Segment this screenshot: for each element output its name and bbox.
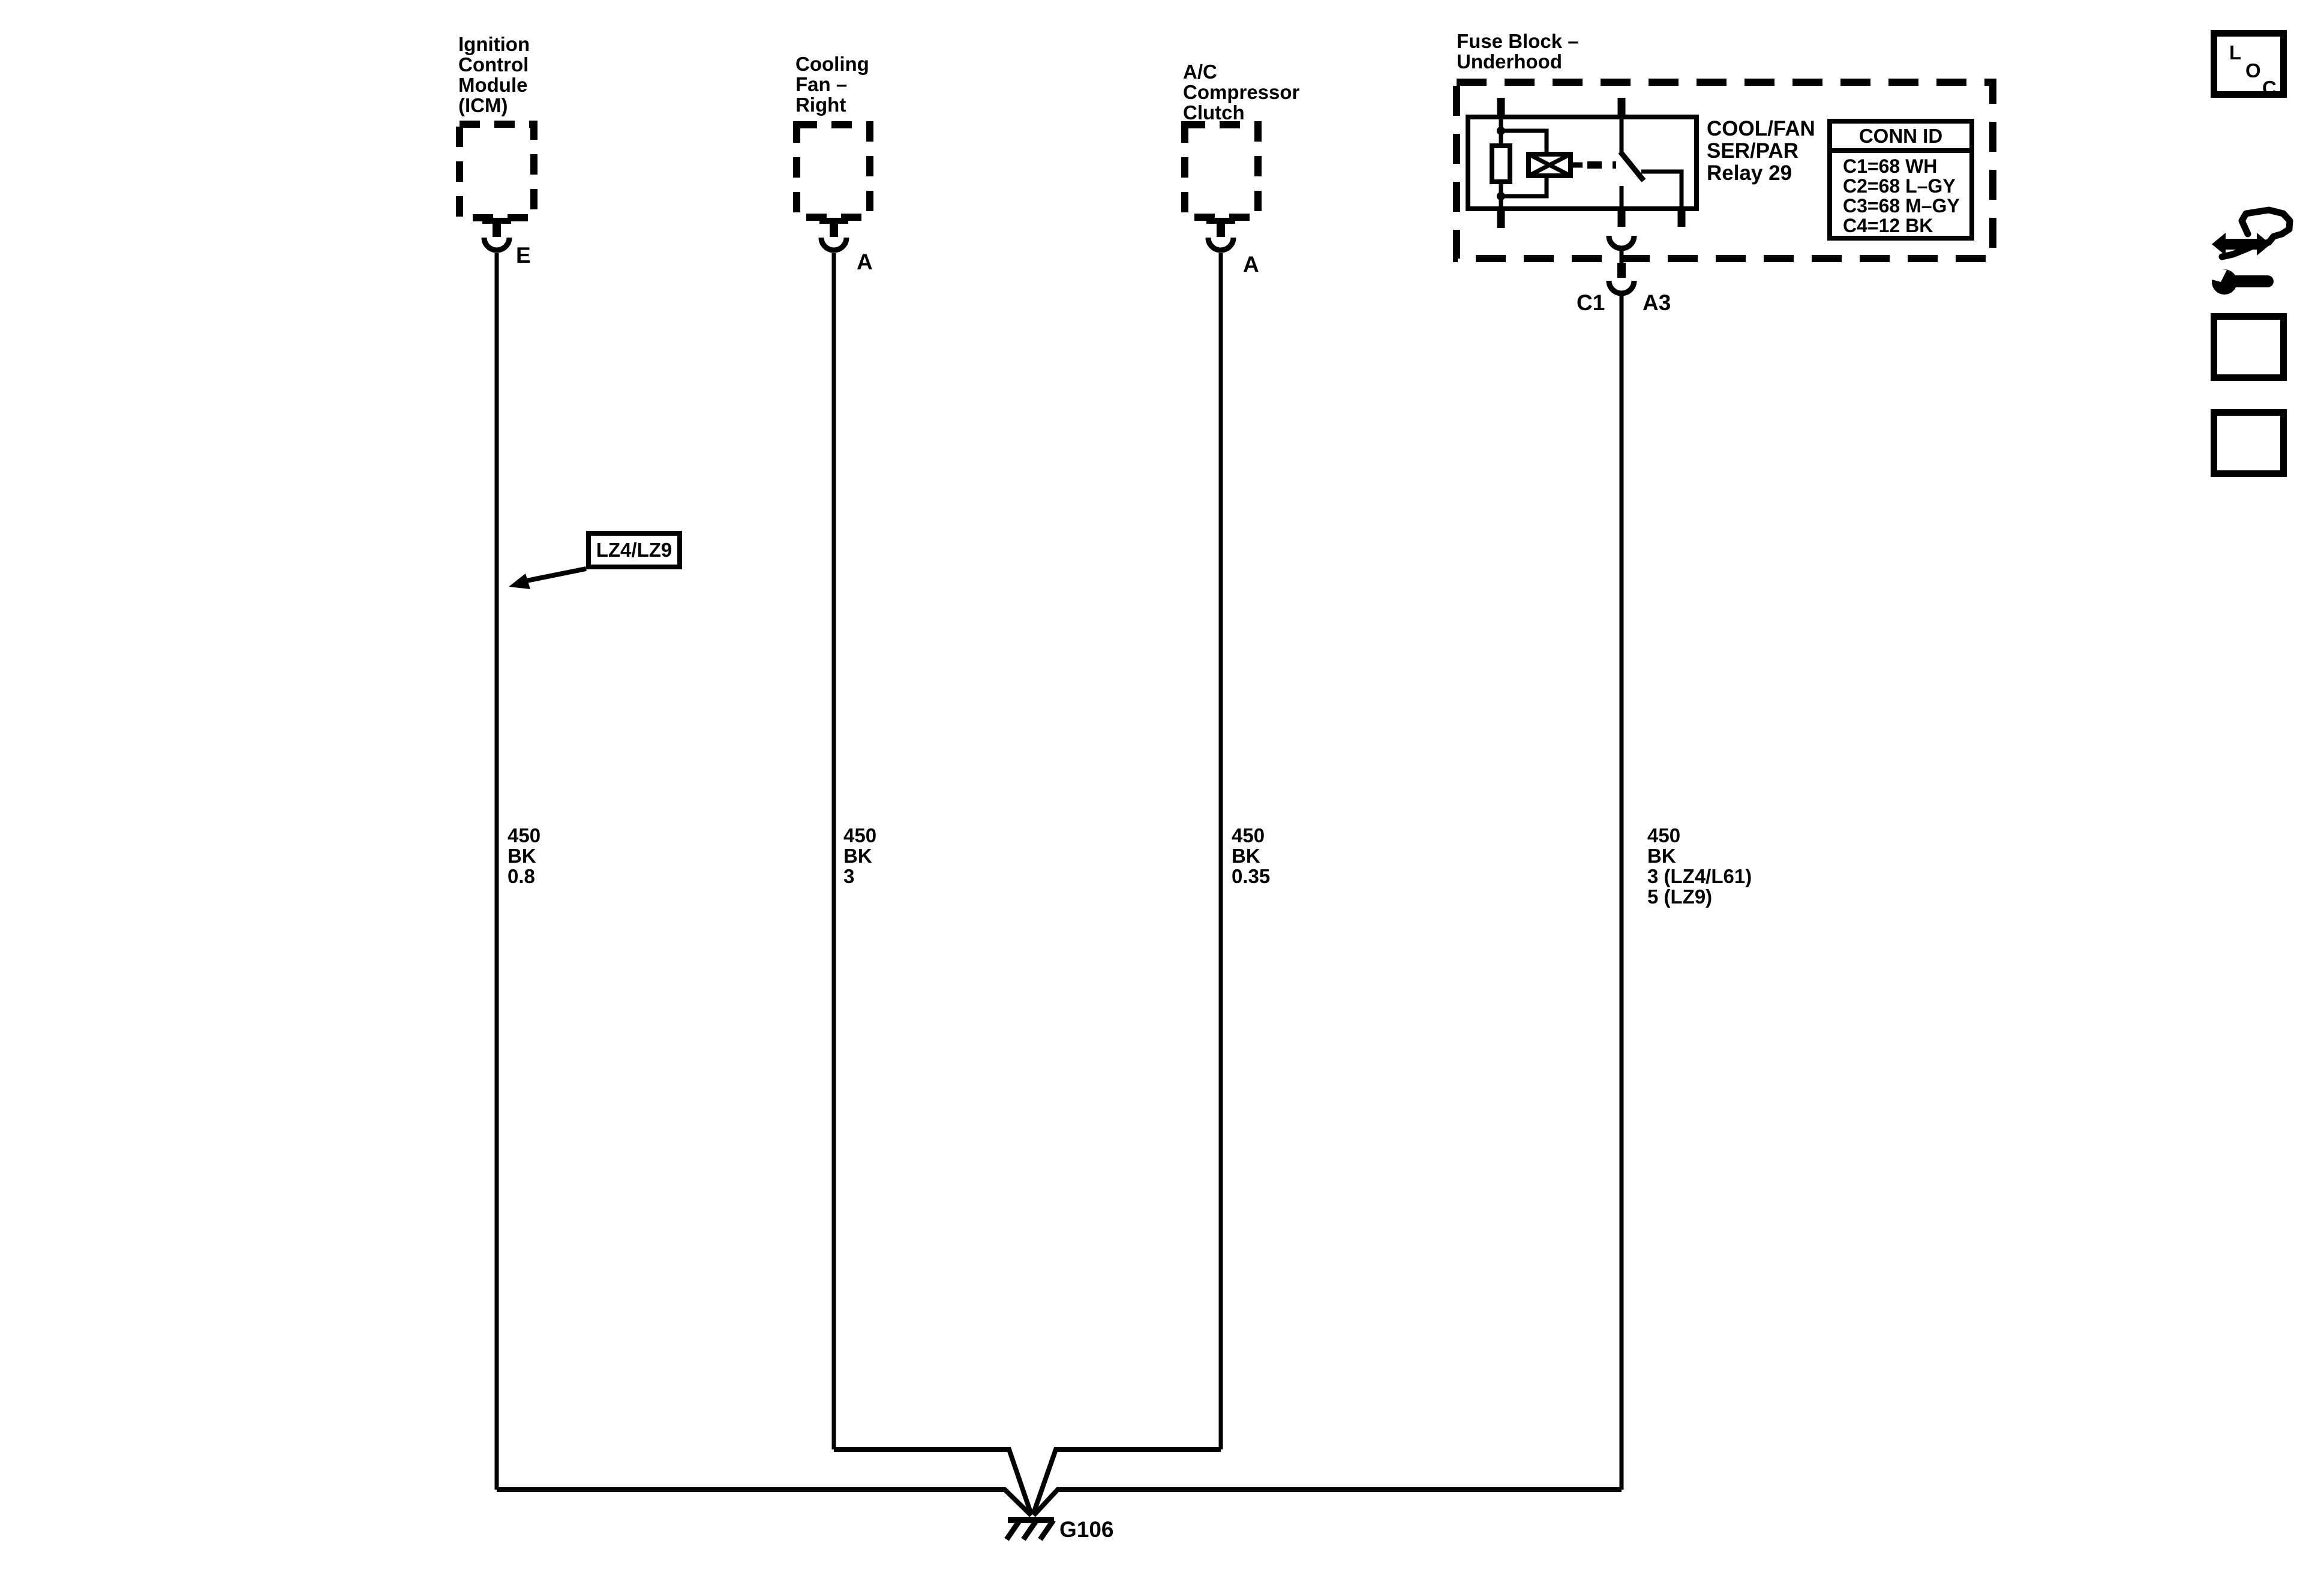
relay-box bbox=[1466, 115, 1699, 211]
loc-letter-c: C bbox=[2262, 77, 2277, 99]
relay-conn-a3-label: A3 bbox=[1643, 290, 1671, 315]
fan-terminal-letter: A bbox=[857, 250, 873, 274]
icm-wire-label: 450 BK 0.8 bbox=[508, 824, 541, 887]
engine-variant-callout-text: LZ4/LZ9 bbox=[596, 539, 672, 561]
previous-page-button[interactable] bbox=[2211, 409, 2287, 477]
icm-label: Ignition Control Module (ICM) bbox=[458, 33, 530, 116]
icm-dashed-box bbox=[456, 121, 538, 221]
conn-id-table: CONN ID C1=68 WH C2=68 L–GY C3=68 M–GY C… bbox=[1827, 119, 1974, 241]
callout-arrow bbox=[509, 566, 587, 589]
fan-wire-label: 450 BK 3 bbox=[843, 824, 877, 887]
relay-conn-c1-label: C1 bbox=[1577, 290, 1605, 315]
ac-clutch-label: A/C Compressor Clutch bbox=[1183, 61, 1300, 124]
cooling-fan-dashed-box bbox=[793, 121, 873, 221]
icm-terminal-letter: E bbox=[516, 243, 531, 268]
loc-letter-o: O bbox=[2245, 59, 2261, 82]
cooling-fan-label: Cooling Fan – Right bbox=[795, 53, 869, 116]
conn-id-table-rows: C1=68 WH C2=68 L–GY C3=68 M–GY C4=12 BK bbox=[1843, 155, 1960, 236]
engine-variant-callout: LZ4/LZ9 bbox=[586, 531, 682, 569]
relay-pins bbox=[1497, 98, 1686, 228]
ground-symbol bbox=[1004, 1517, 1056, 1541]
relay-switch bbox=[1618, 118, 1684, 209]
relay-wire-label: 450 BK 3 (LZ4/L61) 5 (LZ9) bbox=[1647, 824, 1752, 908]
cooling-fan-terminal-connector bbox=[818, 218, 849, 253]
next-page-button[interactable] bbox=[2211, 313, 2287, 381]
relay-coil-circuit bbox=[1490, 118, 1616, 209]
ac-wire-label: 450 BK 0.35 bbox=[1232, 824, 1271, 887]
ground-bus bbox=[497, 1447, 1622, 1517]
ac-terminal-letter: A bbox=[1243, 252, 1259, 277]
tools-icon[interactable] bbox=[2208, 206, 2293, 295]
fuse-block-label: Fuse Block – Underhood bbox=[1457, 30, 1579, 73]
ground-id-label: G106 bbox=[1059, 1517, 1114, 1542]
loc-letter-l: L bbox=[2229, 41, 2242, 64]
ac-clutch-terminal-connector bbox=[1205, 218, 1236, 253]
conn-id-table-header: CONN ID bbox=[1832, 124, 1969, 153]
fuse-block-dashed-box bbox=[1453, 79, 1996, 262]
loc-button[interactable]: L O C bbox=[2211, 30, 2287, 99]
relay-output-connector bbox=[1606, 235, 1637, 296]
icm-terminal-connector bbox=[481, 218, 512, 253]
relay-label: COOL/FAN SER/PAR Relay 29 bbox=[1707, 117, 1815, 185]
ac-clutch-dashed-box bbox=[1181, 121, 1262, 221]
